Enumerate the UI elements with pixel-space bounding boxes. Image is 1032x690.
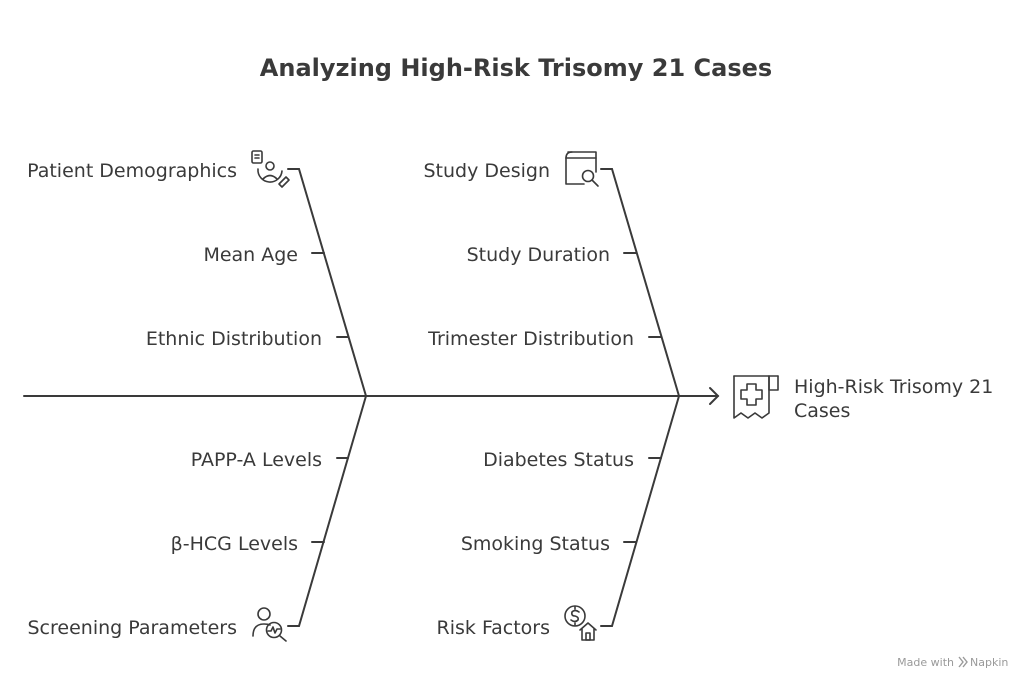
spine-arrowhead [709, 387, 720, 405]
bone-patient-demographics [287, 168, 367, 397]
money-house-icon [564, 605, 597, 641]
cause-label-trimester-distribution: Trimester Distribution [427, 328, 634, 350]
cause-label-diabetes-status: Diabetes Status [483, 449, 634, 471]
diagram-title: Analyzing High-Risk Trisomy 21 Cases [260, 54, 772, 82]
napkin-logo-icon [958, 656, 968, 668]
medical-report-icon [733, 375, 779, 419]
watermark-made-with: Made with [897, 656, 954, 669]
watermark-brand: Napkin [970, 656, 1008, 669]
category-label-study-design: Study Design [424, 160, 551, 182]
category-label-risk-factors: Risk Factors [437, 617, 550, 639]
cause-label-smoking-status: Smoking Status [461, 533, 610, 555]
person-chart-search-icon [252, 607, 287, 642]
bone-study-design [600, 168, 680, 397]
effect-label-line1: High-Risk Trisomy 21 [794, 376, 993, 398]
effect-label-line2: Cases [794, 400, 850, 422]
bone-screening-parameters [287, 395, 367, 627]
book-search-icon [565, 151, 599, 187]
patient-profile-icon [251, 150, 290, 188]
category-label-patient-demographics: Patient Demographics [27, 160, 237, 182]
cause-label-ethnic-distribution: Ethnic Distribution [146, 328, 322, 350]
bone-risk-factors [600, 395, 680, 627]
cause-label-study-duration: Study Duration [467, 244, 610, 266]
cause-label-bhcg-levels: β-HCG Levels [171, 533, 298, 555]
cause-label-papp-a-levels: PAPP-A Levels [191, 449, 322, 471]
category-label-screening-parameters: Screening Parameters [28, 617, 238, 639]
cause-label-mean-age: Mean Age [203, 244, 298, 266]
